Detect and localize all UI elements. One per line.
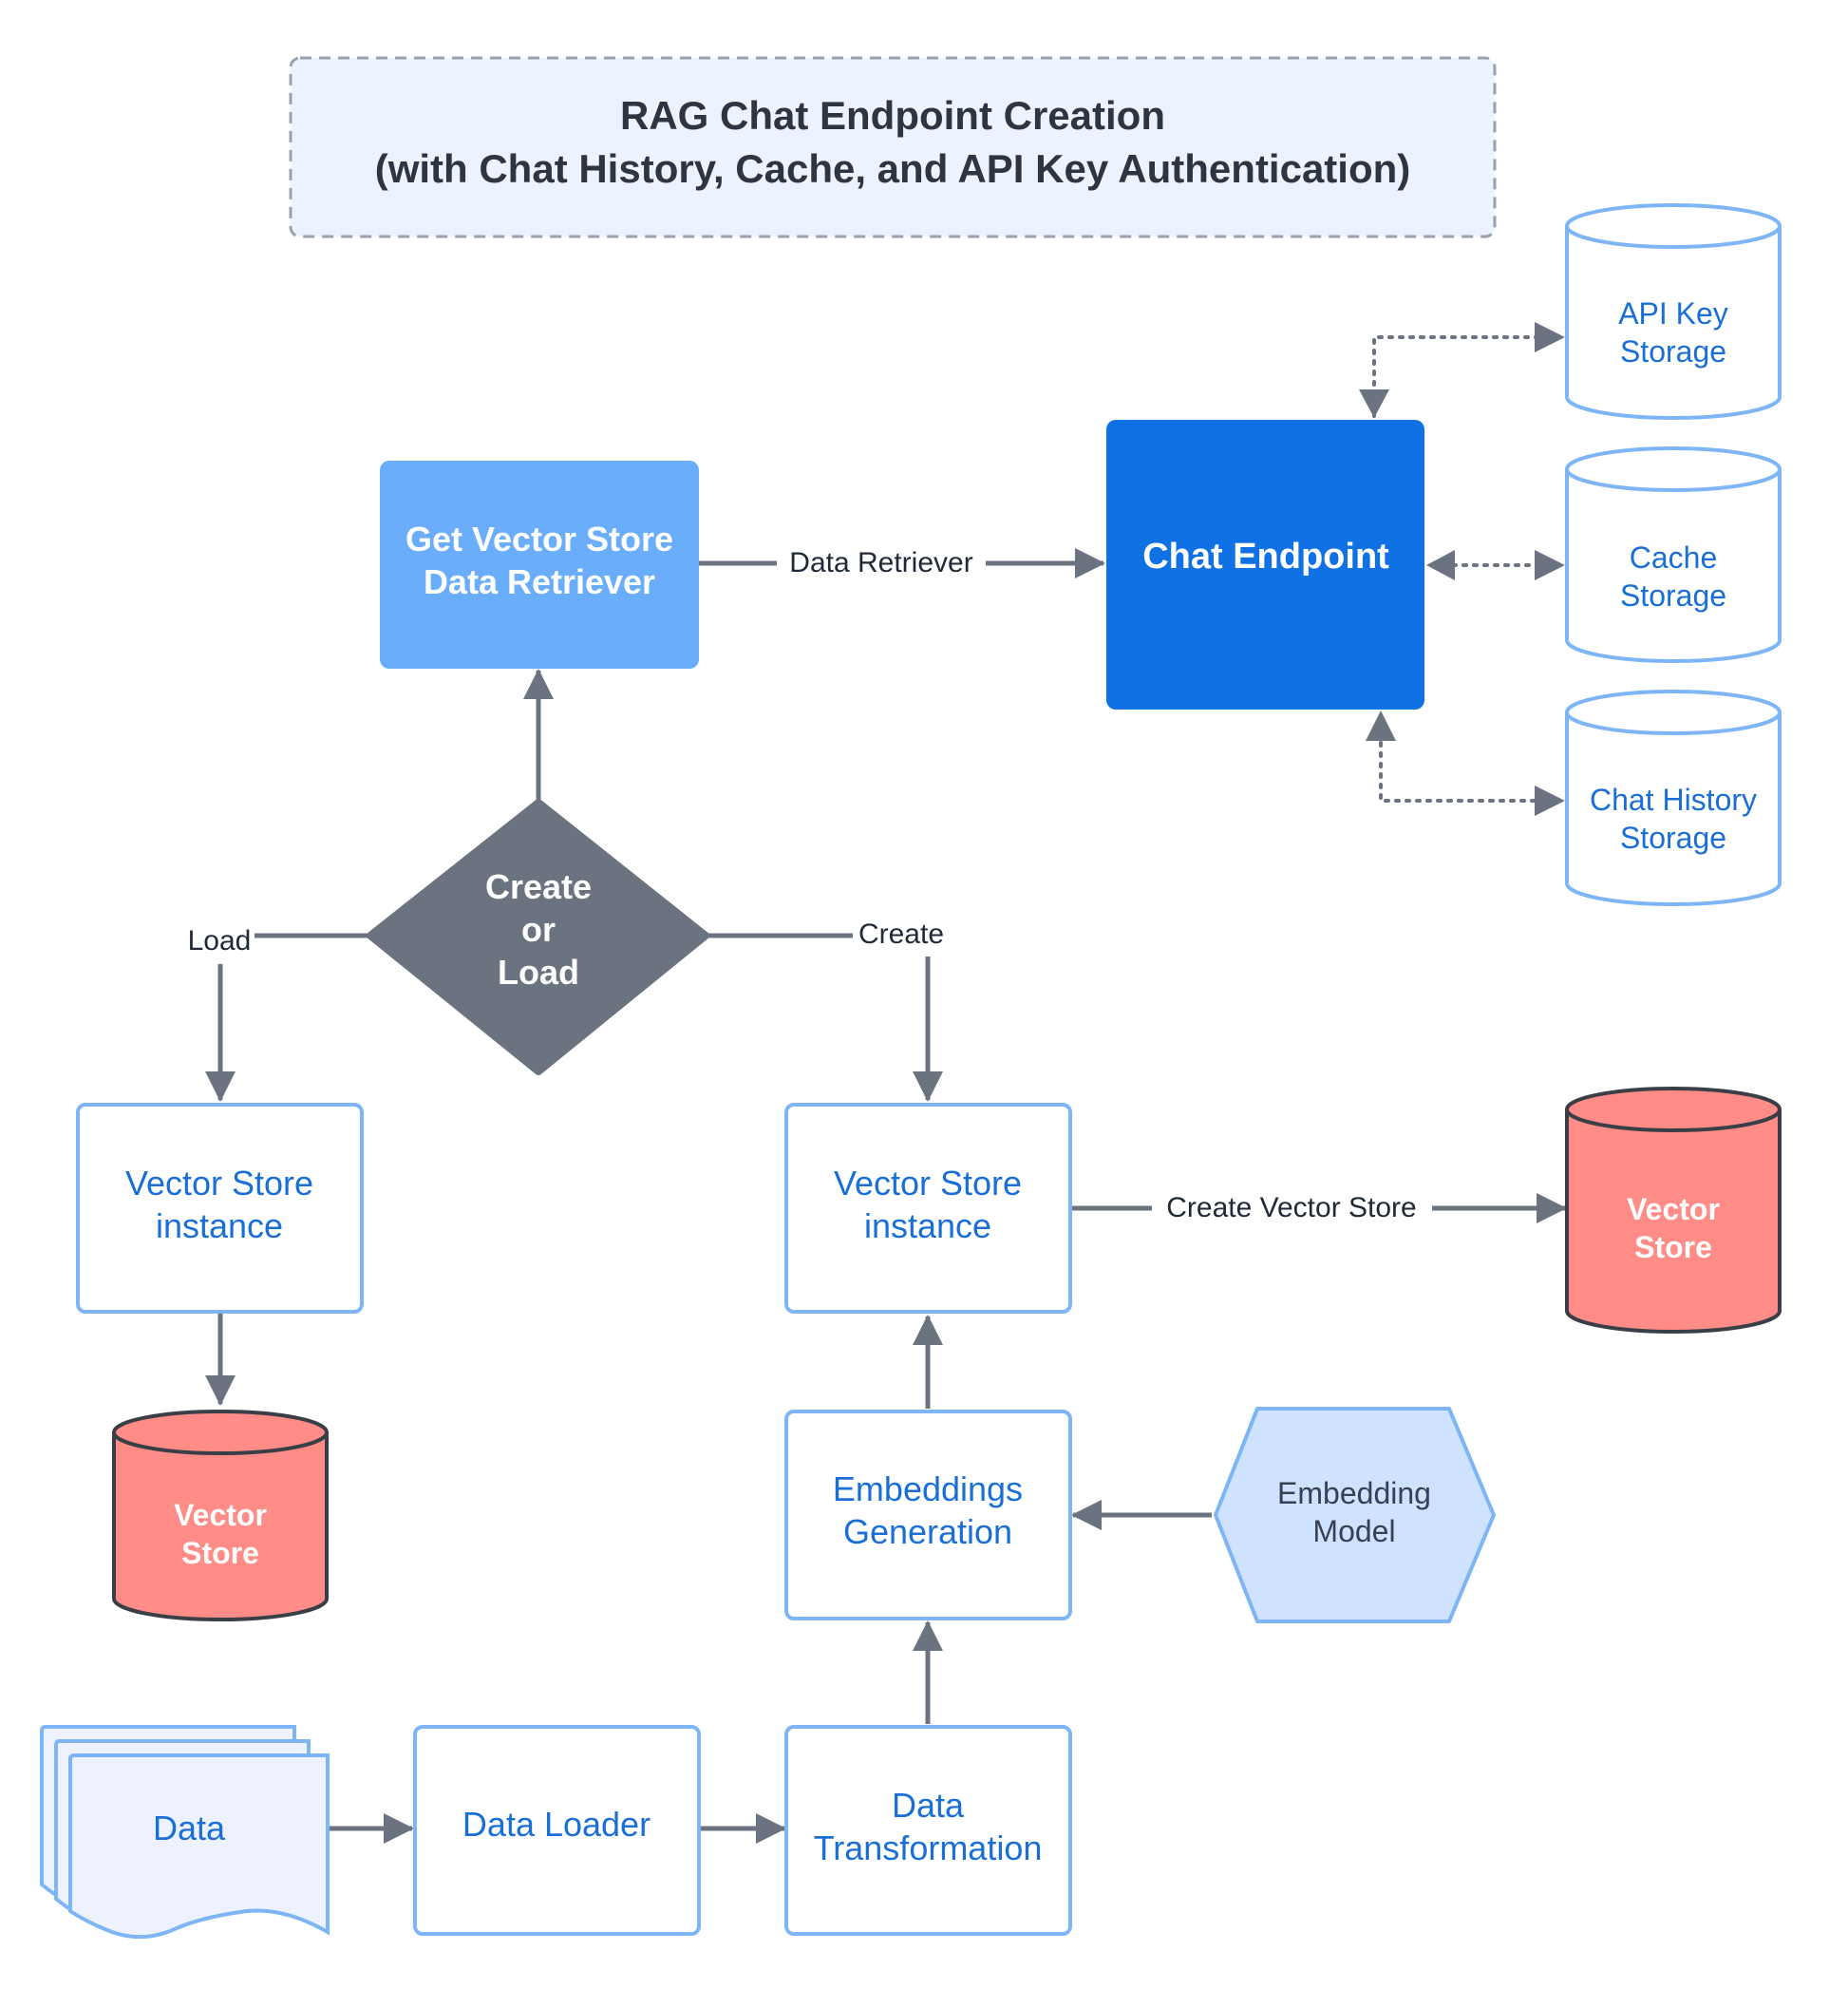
- chat-history-storage-label-1: Chat History: [1590, 783, 1757, 817]
- edge-label-load: Load: [188, 925, 252, 957]
- edge-endpoint-history: [1379, 741, 1563, 803]
- diagram-title: RAG Chat Endpoint Creation: [620, 93, 1165, 138]
- data-loader-node: Data Loader: [413, 1725, 701, 1936]
- storage-connectors: [1372, 335, 1563, 803]
- embeddings-generation-label-1: Embeddings: [833, 1469, 1023, 1508]
- data-label: Data: [153, 1809, 226, 1847]
- cache-storage-label-1: Cache: [1630, 540, 1718, 575]
- edge-label-create-vector-store: Create Vector Store: [1166, 1192, 1416, 1223]
- get-retriever-label-1: Get Vector Store: [405, 520, 673, 559]
- data-node: Data: [40, 1725, 330, 1940]
- vector-store-left-label-2: Store: [181, 1536, 259, 1570]
- data-transformation-node: Data Transformation: [784, 1725, 1072, 1936]
- chat-endpoint-node: Chat Endpoint: [1106, 420, 1424, 710]
- arrowhead-cache: [1535, 550, 1565, 580]
- embedding-model-node: Embedding Model: [1214, 1407, 1496, 1623]
- cache-storage-label-2: Storage: [1620, 578, 1726, 613]
- embeddings-generation-node: Embeddings Generation: [784, 1410, 1072, 1620]
- get-retriever-node: Get Vector Store Data Retriever: [380, 461, 699, 669]
- embeddings-generation-label-2: Generation: [843, 1512, 1012, 1551]
- vs-instance-load-label-1: Vector Store: [125, 1164, 313, 1203]
- data-transformation-label-2: Transformation: [814, 1828, 1043, 1867]
- connectors: [205, 548, 1567, 1844]
- title-box: RAG Chat Endpoint Creation (with Chat Hi…: [289, 56, 1497, 238]
- arrowhead-apikey: [1535, 322, 1565, 352]
- chat-history-storage-label-2: Storage: [1620, 821, 1726, 855]
- edge-label-create: Create: [858, 919, 944, 950]
- arrowhead-endpoint-bottom: [1366, 710, 1396, 741]
- api-key-storage-label-1: API Key: [1618, 296, 1728, 331]
- storage-arrowheads: [1359, 322, 1565, 816]
- edge-labels: Data Retriever Load Create Create Vector…: [188, 547, 1417, 1223]
- api-key-storage-node: API Key Storage: [1565, 203, 1782, 420]
- diagram-subtitle: (with Chat History, Cache, and API Key A…: [375, 146, 1411, 191]
- edge-label-data-retriever: Data Retriever: [789, 547, 972, 578]
- decision-label-2: or: [521, 910, 556, 949]
- vector-store-right-node: Vector Store: [1565, 1087, 1782, 1334]
- vs-instance-load-node: Vector Store instance: [76, 1103, 364, 1314]
- vector-store-left-node: Vector Store: [112, 1410, 329, 1621]
- data-loader-label: Data Loader: [462, 1805, 651, 1844]
- vs-instance-create-label-1: Vector Store: [834, 1164, 1022, 1203]
- arrowhead-endpoint-right: [1426, 550, 1455, 580]
- decision-label-1: Create: [485, 867, 592, 906]
- vs-instance-create-node: Vector Store instance: [784, 1103, 1072, 1314]
- cache-storage-node: Cache Storage: [1565, 446, 1782, 663]
- api-key-storage-label-2: Storage: [1620, 334, 1726, 369]
- arrowhead-history: [1535, 786, 1565, 816]
- decision-label-3: Load: [498, 953, 579, 992]
- edge-endpoint-apikey: [1372, 335, 1563, 418]
- embedding-model-label-2: Model: [1312, 1514, 1395, 1548]
- data-transformation-label-1: Data: [892, 1786, 965, 1825]
- chat-history-storage-node: Chat History Storage: [1565, 690, 1782, 906]
- vector-store-left-label-1: Vector: [174, 1498, 267, 1532]
- chat-endpoint-label: Chat Endpoint: [1142, 537, 1389, 577]
- vs-instance-create-label-2: instance: [864, 1206, 991, 1245]
- get-retriever-label-2: Data Retriever: [424, 562, 655, 601]
- vs-instance-load-label-2: instance: [156, 1206, 283, 1245]
- arrowhead-endpoint-top: [1359, 389, 1389, 418]
- vector-store-right-label-2: Store: [1634, 1230, 1712, 1264]
- decision-node: Create or Load: [367, 799, 709, 1075]
- embedding-model-label-1: Embedding: [1277, 1476, 1431, 1510]
- vector-store-right-label-1: Vector: [1627, 1192, 1720, 1226]
